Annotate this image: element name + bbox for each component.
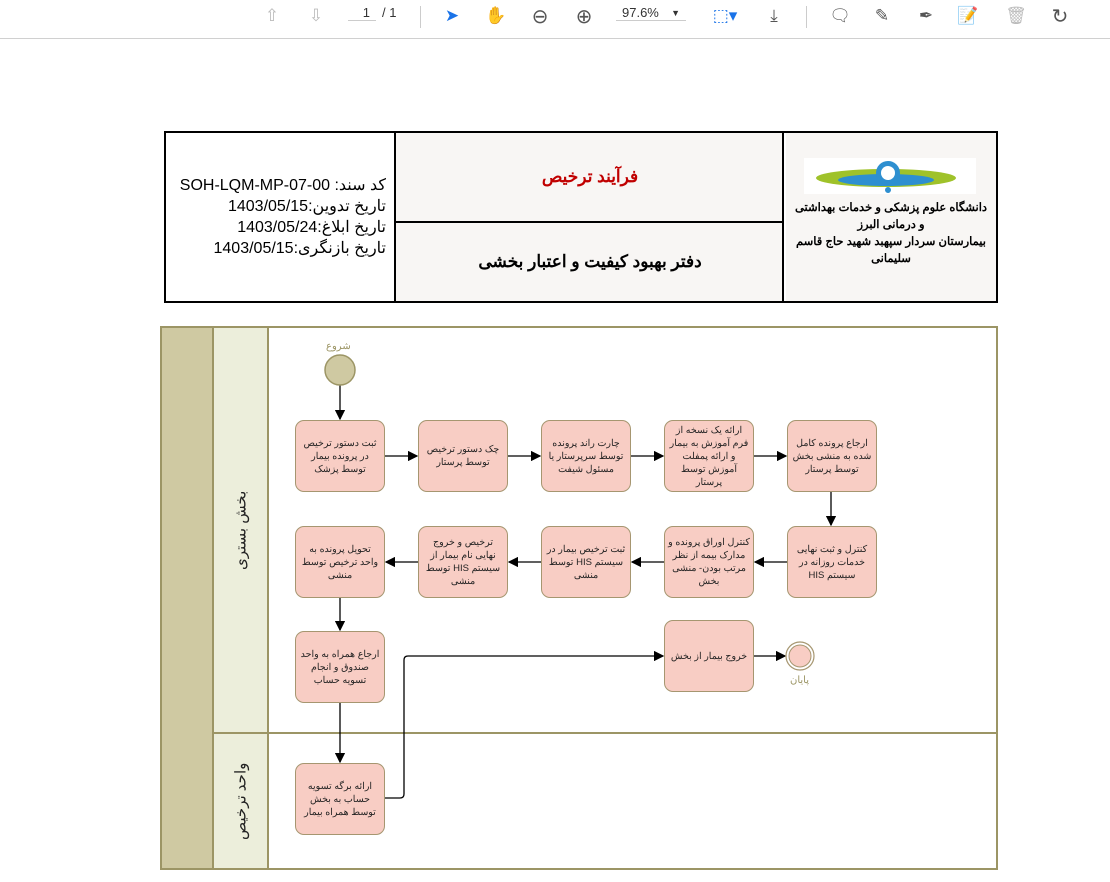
comment-icon[interactable]: 🗨	[829, 6, 851, 26]
header-middle	[394, 133, 784, 301]
page-total: / 1	[382, 5, 397, 20]
lane-headers	[214, 328, 269, 868]
highlight-icon[interactable]: ✎	[874, 6, 890, 26]
task-box: ارائه یک نسخه از فرم آموزش به بیمار و ار…	[664, 420, 754, 492]
task-box: ثبت ترخیص بیمار در سیستم HIS توسط منشی	[541, 526, 631, 598]
logo-icon	[816, 161, 956, 193]
start-label: شروع	[326, 341, 351, 352]
task-box: چک دستور ترخیص توسط پرستار	[418, 420, 508, 492]
pool-header	[162, 328, 214, 868]
delete-icon[interactable]: 🗑	[1005, 6, 1027, 26]
previous-page-icon[interactable]: ⇧	[264, 6, 280, 26]
task-box: خروج بیمار از بخش	[664, 620, 754, 692]
org-line: و درمانی البرز	[857, 219, 925, 231]
task-box: چارت راند پرونده توسط سرپرستار یا مسئول …	[541, 420, 631, 492]
select-arrow-icon[interactable]: ➤	[444, 6, 460, 26]
page-number-input[interactable]: 1	[348, 5, 376, 21]
process-title: فرآیند ترخیص	[541, 167, 639, 186]
org-line: بیمارستان سردار سپهبد شهید حاج قاسم سلیم…	[796, 236, 986, 265]
scroll-mode-icon[interactable]: ⤓	[770, 6, 778, 26]
task-box: ارجاع همراه به واحد صندوق و انجام تسویه …	[295, 631, 385, 703]
document-info: کد سند: SOH-LQM-MP-07-00 تاریخ تدوین:140…	[166, 175, 392, 259]
doc-code: کد سند: SOH-LQM-MP-07-00	[179, 177, 386, 194]
end-event-inner	[788, 644, 812, 668]
org-line: دانشگاه علوم پزشکی و خدمات بهداشتی	[794, 202, 988, 214]
task-box: کنترل اوراق پرونده و مدارک بیمه از نظر م…	[664, 526, 754, 598]
chevron-down-icon: ▼	[671, 8, 680, 18]
task-box: ترخیص و خروج نهایی نام بیمار از سیستم HI…	[418, 526, 508, 598]
process-pool	[160, 326, 998, 870]
zoom-select[interactable]: 97.6% ▼	[616, 5, 686, 21]
zoom-in-icon[interactable]: ⊕	[575, 4, 593, 28]
date-compiled: تاریخ تدوین:1403/05/15	[227, 198, 386, 215]
date-issued: تاریخ ابلاغ:1403/05/24	[237, 219, 386, 236]
task-box: ارجاع پرونده کامل شده به منشی بخش توسط پ…	[787, 420, 877, 492]
rotate-icon[interactable]: ↻	[1051, 4, 1069, 28]
divider	[420, 6, 421, 28]
task-box: ثبت دستور ترخیص در پرونده بیمار توسط پزش…	[295, 420, 385, 492]
task-box: کنترل و ثبت نهایی خدمات روزانه در سیستم …	[787, 526, 877, 598]
office-title: دفتر بهبود کیفیت و اعتبار بخشی	[478, 252, 702, 271]
edit-pdf-icon[interactable]: 📝	[957, 6, 979, 26]
zoom-value: 97.6%	[622, 5, 659, 20]
sign-icon[interactable]: ✒	[918, 6, 934, 26]
pdf-toolbar: ⇧ ⇩ 1 / 1 ➤ ✋ ⊖ ⊕ 97.6%▼ ⬚▾ ⤓ 🗨 ✎ ✒ 📝 🗑 …	[0, 0, 1110, 39]
task-box: ارائه برگه تسویه حساب به بخش توسط همراه …	[295, 763, 385, 835]
university-logo	[804, 158, 976, 194]
zoom-out-icon[interactable]: ⊖	[531, 4, 549, 28]
hand-icon[interactable]: ✋	[485, 6, 507, 26]
document-header-table	[164, 131, 998, 303]
start-event	[324, 354, 356, 386]
next-page-icon[interactable]: ⇩	[308, 6, 324, 26]
date-review: تاریخ بازنگری:1403/05/15	[213, 240, 387, 257]
fit-page-icon[interactable]: ⬚▾	[712, 6, 738, 26]
end-label: پایان	[790, 675, 810, 686]
organization-name: دانشگاه علوم پزشکی و خدمات بهداشتی و درم…	[786, 198, 996, 270]
task-box: تحویل پرونده به واحد ترخیص توسط منشی	[295, 526, 385, 598]
divider	[806, 6, 807, 28]
lane-divider	[214, 732, 997, 734]
divider	[396, 221, 784, 223]
